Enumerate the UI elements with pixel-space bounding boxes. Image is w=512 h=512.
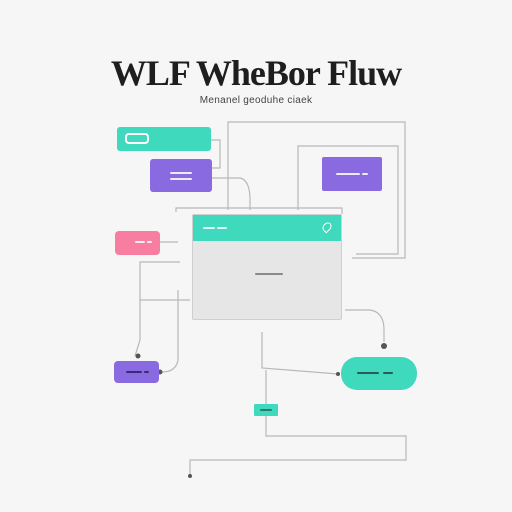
right-panel-node[interactable] (322, 157, 382, 191)
connector-card-window (212, 177, 251, 210)
diagram-subtitle: Menanel geoduhe ciaek (199, 95, 313, 106)
connector-top-bracket (227, 121, 406, 259)
connector-right-frame (297, 145, 399, 255)
dot-icon (381, 343, 387, 349)
connector-bottom (189, 404, 407, 476)
dot-icon (336, 372, 340, 376)
window-content-line (255, 273, 283, 275)
purple-card-node[interactable] (150, 159, 212, 192)
diagram-title: WLF WheBor Fluw (110, 53, 402, 93)
connector-window-teal (261, 332, 339, 375)
bottom-left-node[interactable] (114, 361, 159, 383)
pink-button-node[interactable] (115, 231, 160, 255)
dot-icon (135, 353, 141, 359)
connector-left-loop (161, 290, 179, 373)
window-header (193, 215, 341, 241)
connector-window-top (175, 207, 343, 214)
small-teal-tag[interactable] (254, 404, 278, 416)
teal-output-node[interactable] (341, 357, 417, 390)
connector-pill-card (210, 139, 221, 169)
connector-left-down (134, 300, 141, 357)
connector-left-bracket (139, 261, 190, 301)
teal-pill-node[interactable] (117, 127, 211, 151)
connector-right-drop (345, 309, 385, 342)
dot-icon (188, 474, 192, 478)
pill-inner-icon (125, 133, 149, 144)
main-window-node[interactable] (192, 214, 342, 320)
chevron-icon[interactable] (320, 220, 334, 234)
